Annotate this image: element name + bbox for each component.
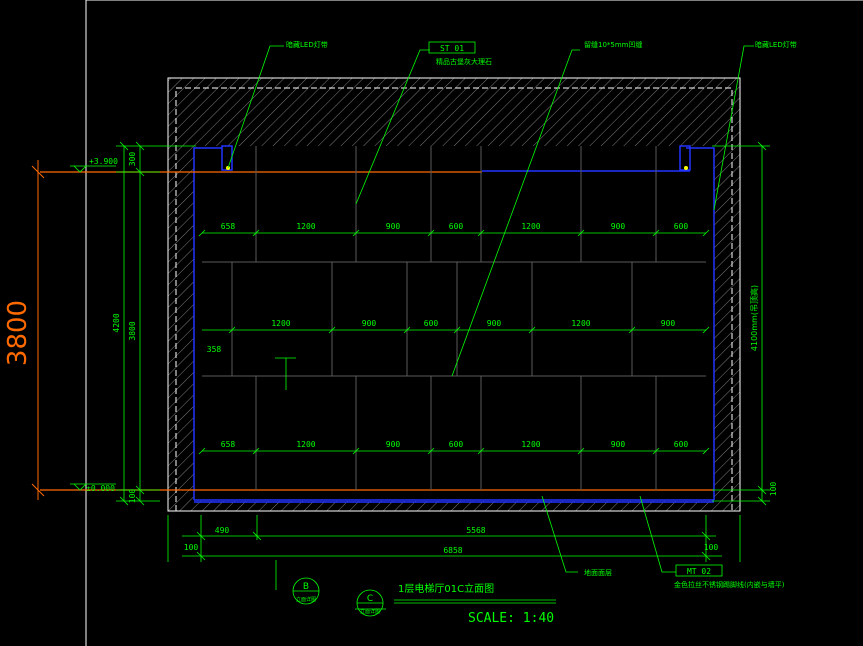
ticks-top-tick-3	[427, 229, 435, 237]
dim-3800: 3800	[128, 321, 137, 340]
right-height-note: 4100mm(吊顶高)	[749, 285, 759, 351]
led-right-icon	[684, 166, 688, 170]
dim-4200: 4200	[112, 313, 121, 332]
marker-b-letter: B	[303, 582, 309, 592]
ticks-top-tick-2	[352, 229, 360, 237]
ticks-bot-tick-0	[198, 447, 206, 455]
dim-top-2: 900	[386, 222, 401, 231]
callout-stone-note: 精品古堡灰大理石	[436, 57, 492, 66]
level-bottom: ±0.000	[86, 484, 115, 493]
level-markers	[70, 165, 116, 491]
ticks-top-tick-1	[252, 229, 260, 237]
dim-5568: 5568	[466, 526, 485, 535]
dim-top-4: 1200	[521, 222, 540, 231]
right-dimensions	[712, 141, 770, 506]
dim-bot-2: 900	[386, 440, 401, 449]
panel-dimension-text: 658 1200 900 600 1200 900 600 1200 900 6…	[207, 222, 689, 449]
ticks-mid-tick-0	[228, 326, 236, 334]
dim-bot-5: 900	[611, 440, 626, 449]
dim-100-right: 100	[769, 482, 778, 497]
ticks-mid-tick-2	[403, 326, 411, 334]
dim-mid-5: 900	[661, 319, 676, 328]
ticks-mid-tick-1	[328, 326, 336, 334]
ticks-bot-tick-7	[702, 447, 710, 455]
drawing-title-block: 1层电梯厅01C立面图 SCALE: 1:40	[394, 582, 556, 626]
callout-leaders	[227, 41, 754, 577]
dim-bot-4: 1200	[521, 440, 540, 449]
dim-top-1: 1200	[296, 222, 315, 231]
overall-height-dimension	[31, 160, 45, 500]
title-marker-c: C 立面详图	[355, 589, 386, 617]
drawing-scale: SCALE: 1:40	[468, 611, 554, 626]
ticks-top-tick-4	[477, 229, 485, 237]
marker-c-sub: 立面详图	[360, 608, 380, 615]
level-top: +3.900	[89, 157, 118, 166]
ticks-top-tick-0	[198, 229, 206, 237]
stone-panels	[202, 146, 706, 490]
ticks-bot-tick-4	[477, 447, 485, 455]
marker-b-sub: 立面详图	[296, 596, 316, 603]
dim-100-bottom-left: 100	[184, 543, 199, 552]
finish-frame	[193, 145, 715, 503]
ticks-top-tick-6	[652, 229, 660, 237]
dim-100-left: 100	[128, 489, 137, 504]
wall-section	[167, 77, 741, 512]
dim-mid-0: 1200	[271, 319, 290, 328]
ticks-mid-tick-5	[628, 326, 636, 334]
dim-top-3: 600	[449, 222, 464, 231]
ticks-mid-tick-3	[453, 326, 461, 334]
callout-groove-note: 留缝10*5mm凹缝	[584, 40, 643, 49]
ticks-mid-tick-4	[528, 326, 536, 334]
dim-top-5: 900	[611, 222, 626, 231]
callout-stone-tag: ST 01	[440, 44, 464, 53]
ticks-top-tick-7	[702, 229, 710, 237]
dim-100-bottom-right: 100	[704, 543, 719, 552]
callout-metal-tag: MT 02	[687, 567, 711, 576]
dim-358: 358	[207, 345, 222, 354]
dim-300: 300	[128, 152, 137, 167]
overall-height-text: 3800	[3, 300, 33, 366]
ticks-bot-tick-2	[352, 447, 360, 455]
dim-mid-4: 1200	[571, 319, 590, 328]
callout-led-right: 暗藏LED灯带	[755, 40, 797, 49]
sheet-border	[85, 0, 863, 646]
ticks-top-tick-5	[577, 229, 585, 237]
dim-mid-3: 900	[487, 319, 502, 328]
dim-6858: 6858	[443, 546, 462, 555]
dim-bot-3: 600	[449, 440, 464, 449]
left-dimensions	[116, 141, 196, 506]
callout-metal-note: 金色拉丝不锈钢踢脚线(内嵌与墙平)	[674, 580, 785, 589]
callout-led-left: 暗藏LED灯带	[286, 40, 328, 49]
ticks-mid-tick-6	[702, 326, 710, 334]
dim-mid-1: 900	[362, 319, 377, 328]
panel-dimension-lines	[198, 229, 710, 455]
drawing-title: 1层电梯厅01C立面图	[398, 582, 494, 595]
section-marker-b: B 立面详图	[275, 560, 320, 605]
dim-bot-1: 1200	[296, 440, 315, 449]
dim-bot-0: 658	[221, 440, 236, 449]
bottom-dimensions	[167, 515, 741, 562]
ticks-bot-tick-3	[427, 447, 435, 455]
dim-mid-2: 600	[424, 319, 439, 328]
marker-c-letter: C	[367, 594, 373, 604]
ticks-bot-tick-1	[252, 447, 260, 455]
ticks-bot-tick-5	[577, 447, 585, 455]
left-dimension-text: 300 4200 3800 100	[112, 152, 137, 504]
dim-top-0: 658	[221, 222, 236, 231]
ticks-bot-tick-6	[652, 447, 660, 455]
dim-490: 490	[215, 526, 230, 535]
dim-top-6: 600	[674, 222, 689, 231]
dim-bot-6: 600	[674, 440, 689, 449]
callout-floor-note: 地面面层	[584, 568, 612, 577]
